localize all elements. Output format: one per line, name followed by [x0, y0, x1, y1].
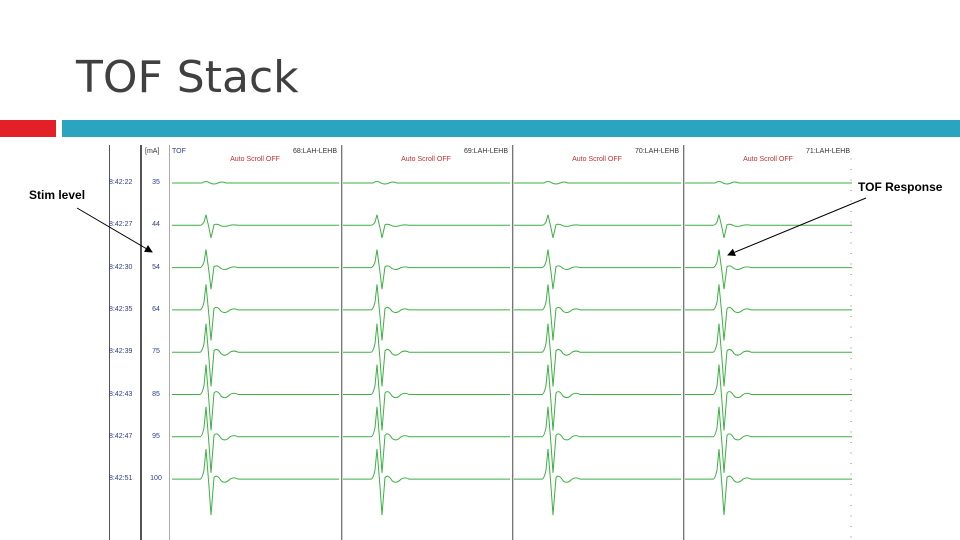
tof-waveform: [172, 249, 339, 290]
row-timestamp: 8:42:35: [109, 305, 133, 313]
channel-name: 69:LAH-LEHB: [464, 148, 508, 155]
row-timestamp: 8:42:39: [109, 348, 133, 356]
slide-title: TOF Stack: [76, 52, 299, 103]
tof-waveform: [514, 406, 681, 473]
tof-waveform: [343, 249, 510, 290]
time-column-divider: [140, 145, 142, 540]
tof-waveform: [685, 181, 852, 185]
tof-waveform: [172, 449, 339, 516]
ma-column-header: [mA]: [145, 148, 160, 155]
tof-waveform: [514, 214, 681, 239]
tof-waveform: [514, 249, 681, 290]
tof-waveform: [514, 323, 681, 387]
row-timestamp: 8:42:51: [109, 475, 133, 483]
tof-waveform: [172, 214, 339, 239]
tof-waveform: [172, 406, 339, 473]
tof-waveform: [343, 364, 510, 431]
mode-label: TOF: [172, 148, 186, 155]
accent-bar-red: [0, 120, 56, 137]
auto-scroll-status: Auto Scroll OFF: [572, 156, 622, 163]
tof-waveform: [172, 181, 339, 185]
tof-waveform: [685, 284, 852, 341]
row-stim-ma: 100: [150, 475, 162, 483]
tof-waveform: [343, 214, 510, 239]
row-stim-ma: 44: [152, 221, 160, 229]
tof-waveform: [172, 364, 339, 431]
auto-scroll-status: Auto Scroll OFF: [743, 156, 793, 163]
tof-panel: [mA] TOF 68:LAH-LEHB Auto Scroll OFF 69:LA…: [108, 145, 852, 540]
tof-waveform: [685, 214, 852, 239]
channel-name: 70:LAH-LEHB: [635, 148, 679, 155]
row-stim-ma: 95: [152, 432, 160, 440]
tof-waveform: [685, 249, 852, 290]
row-stim-ma: 35: [152, 179, 160, 186]
tof-waveform: [343, 406, 510, 473]
row-stim-ma: 64: [152, 305, 160, 313]
accent-bar-teal: [62, 120, 960, 137]
tof-waveform: [514, 364, 681, 431]
tof-waveform: [685, 449, 852, 516]
row-timestamp: 8:42:30: [109, 263, 133, 271]
trace-area: [172, 158, 852, 538]
row-stim-ma: 85: [152, 390, 160, 398]
tof-waveform: [685, 323, 852, 387]
channel-divider: [683, 145, 685, 540]
tof-waveform: [343, 284, 510, 341]
row-timestamp: 8:42:47: [109, 432, 133, 440]
tof-waveform: [343, 449, 510, 516]
ma-column-divider: [169, 145, 170, 540]
channel-name: 68:LAH-LEHB: [293, 148, 337, 155]
tof-waveform: [514, 449, 681, 516]
tof-waveform: [685, 406, 852, 473]
tof-waveform: [343, 323, 510, 387]
row-stim-ma: 54: [152, 263, 160, 271]
row-timestamp: 8:42:22: [109, 179, 133, 186]
tof-waveform: [685, 364, 852, 431]
tof-waveform: [172, 323, 339, 387]
tof-waveform: [343, 181, 510, 185]
auto-scroll-status: Auto Scroll OFF: [230, 156, 280, 163]
tof-waveform: [514, 181, 681, 185]
row-timestamp: 8:42:43: [109, 390, 133, 398]
tof-response-label: TOF Response: [858, 180, 943, 194]
tof-waveform: [514, 284, 681, 341]
row-stim-ma: 75: [152, 348, 160, 356]
auto-scroll-status: Auto Scroll OFF: [401, 156, 451, 163]
channel-name: 71:LAH-LEHB: [806, 148, 850, 155]
tof-waveform: [172, 284, 339, 341]
panel-left-border: [109, 145, 110, 540]
channel-divider: [512, 145, 514, 540]
channel-divider: [341, 145, 343, 540]
stim-level-label: Stim level: [29, 188, 86, 202]
